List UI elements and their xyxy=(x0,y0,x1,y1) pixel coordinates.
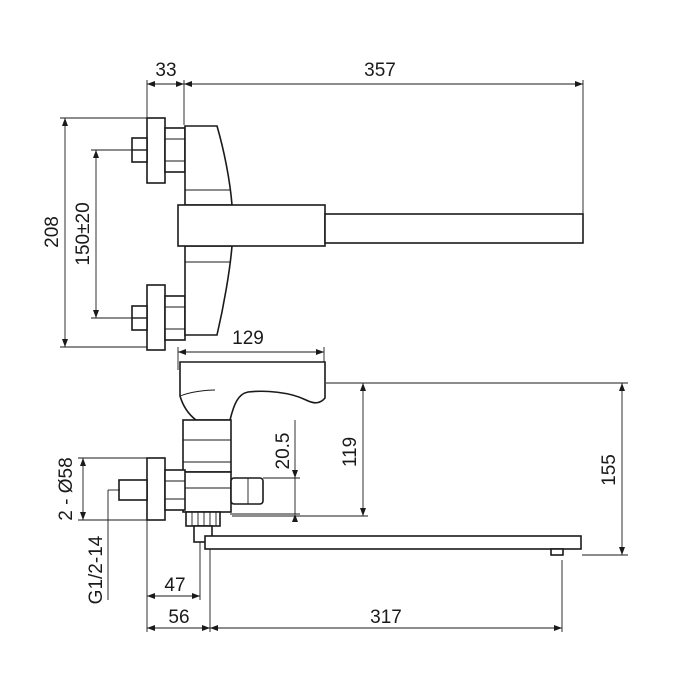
dim-flange-label: 2 - Ø58 xyxy=(56,457,77,520)
dim-129-label: 129 xyxy=(232,328,264,349)
dim-33-label: 33 xyxy=(155,60,176,81)
dim-20-5-label: 20.5 xyxy=(273,433,294,470)
dim-357-label: 357 xyxy=(364,60,396,81)
dim-56-label: 56 xyxy=(168,607,189,628)
top-view xyxy=(60,80,584,351)
dim-317-label: 317 xyxy=(370,607,402,628)
side-view xyxy=(78,347,628,632)
dim-150-label: 150±20 xyxy=(73,202,94,265)
dim-119-label: 119 xyxy=(340,437,361,467)
dim-thread-label: G1/2-14 xyxy=(86,535,107,604)
dim-208-label: 208 xyxy=(42,216,63,248)
dim-155-label: 155 xyxy=(599,454,620,486)
dim-47-label: 47 xyxy=(164,575,185,596)
